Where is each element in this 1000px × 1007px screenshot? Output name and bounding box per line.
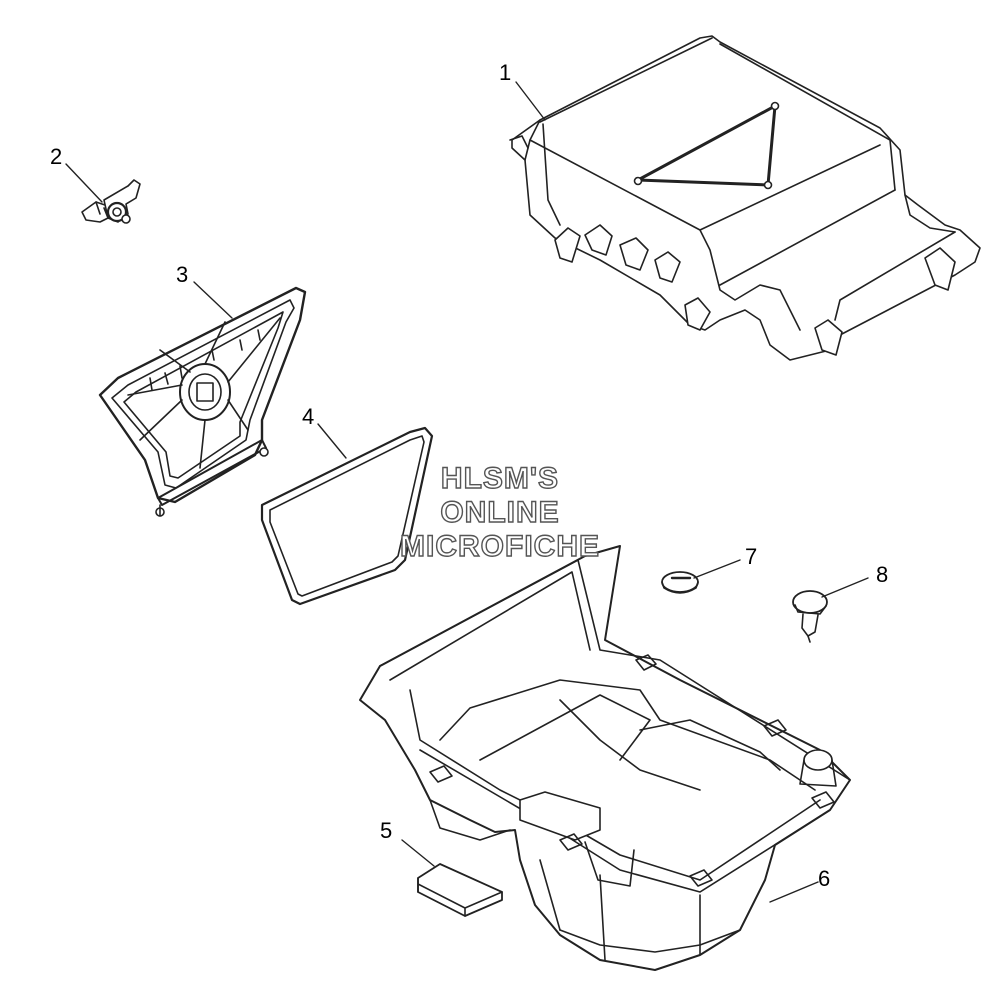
leader-5 <box>401 839 435 867</box>
part-7-plug <box>661 571 699 594</box>
watermark-line-3: MICROFICHE <box>399 529 600 563</box>
callout-1: 1 <box>499 60 512 85</box>
part-2-latch <box>81 179 141 224</box>
callout-2: 2 <box>50 144 63 169</box>
part-1-airbox-cover <box>509 35 981 361</box>
callout-3: 3 <box>176 262 189 287</box>
leader-1 <box>515 81 546 121</box>
callout-7: 7 <box>745 544 758 569</box>
leader-3 <box>193 281 233 319</box>
part-4-seal <box>260 426 434 606</box>
leader-4 <box>317 423 347 459</box>
part-5-pad <box>417 863 503 917</box>
leader-7 <box>693 559 741 579</box>
callout-6: 6 <box>818 866 831 891</box>
part-3-filter-frame <box>98 286 307 517</box>
callout-8: 8 <box>876 562 889 587</box>
watermark: HLSM'S ONLINE MICROFICHE <box>380 461 620 564</box>
part-6-airbox-base <box>359 545 851 971</box>
leader-8 <box>821 577 869 598</box>
watermark-line-1: HLSM'S <box>440 461 560 495</box>
leader-lines <box>65 81 869 903</box>
callout-4: 4 <box>302 404 315 429</box>
part-8-rivet <box>792 590 828 643</box>
watermark-line-2: ONLINE <box>440 495 560 529</box>
leader-6 <box>769 881 819 903</box>
leader-2 <box>65 163 103 203</box>
callout-5: 5 <box>380 818 393 843</box>
